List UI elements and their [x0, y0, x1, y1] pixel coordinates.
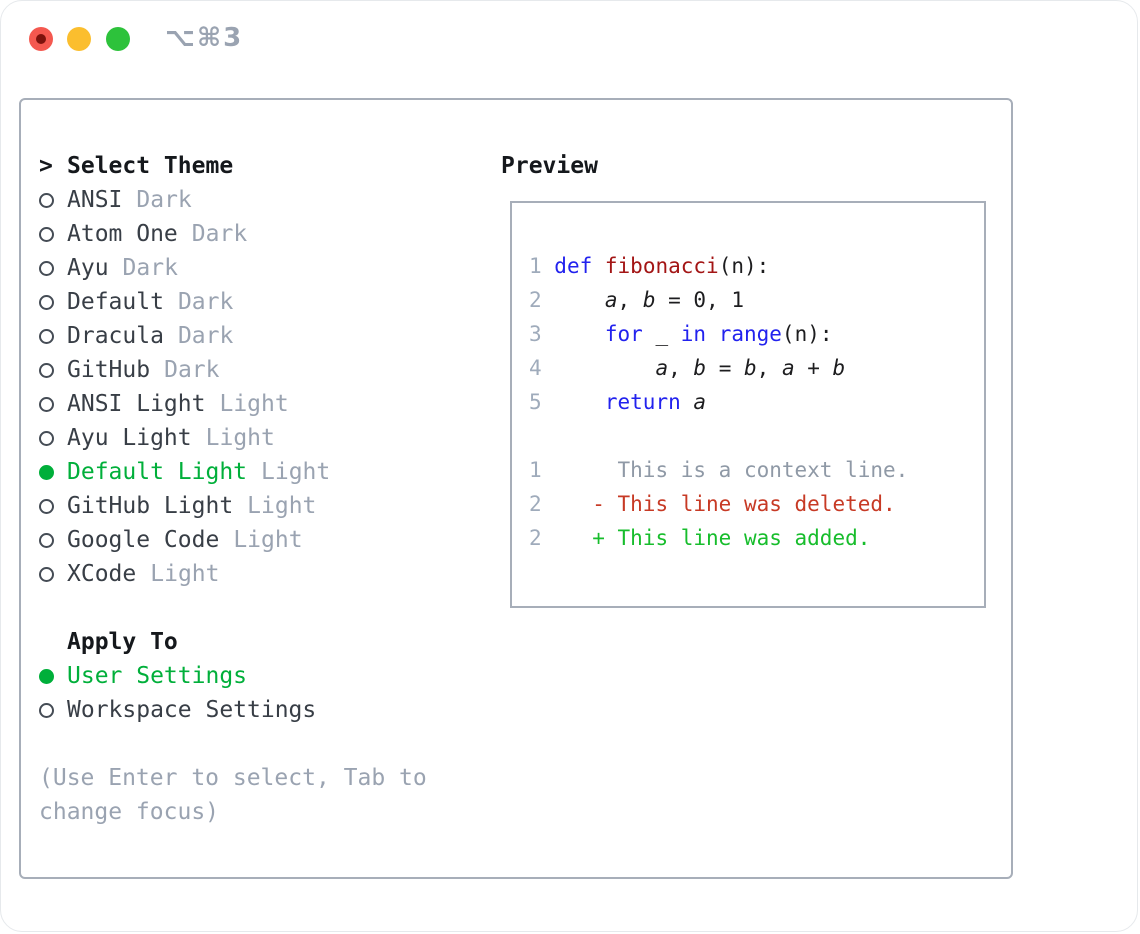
- window-shortcut-label: ⌥⌘3: [165, 23, 244, 53]
- theme-option[interactable]: Dracula Dark: [39, 319, 491, 353]
- code-line: 2 - This line was deleted.: [529, 492, 896, 516]
- code-line: 5 return a: [529, 390, 707, 414]
- option-label: ANSI: [67, 187, 123, 213]
- radio-unselected-icon: [39, 566, 54, 582]
- apply-option[interactable]: User Settings: [39, 659, 491, 693]
- hint-text: (Use Enter to select, Tab to change focu…: [39, 765, 427, 825]
- option-tag: Light: [150, 561, 220, 587]
- option-label: Atom One: [67, 221, 178, 247]
- theme-option[interactable]: Google Code Light: [39, 523, 491, 557]
- radio-unselected-icon: [39, 294, 54, 310]
- apply-option[interactable]: Workspace Settings: [39, 693, 491, 727]
- option-tag: Dark: [177, 289, 234, 315]
- option-label: Dracula: [67, 323, 164, 349]
- radio-unselected-icon: [39, 702, 54, 718]
- radio-selected-icon: [39, 464, 54, 480]
- theme-option[interactable]: Ayu Dark: [39, 251, 491, 285]
- option-label: Google Code: [67, 527, 220, 553]
- radio-unselected-icon: [39, 192, 54, 208]
- code-line: 1 def fibonacci(n):: [529, 254, 770, 278]
- option-tag: Light: [261, 459, 331, 485]
- theme-option[interactable]: Atom One Dark: [39, 217, 491, 251]
- radio-unselected-icon: [39, 260, 54, 276]
- option-label: GitHub: [67, 357, 151, 383]
- option-tag: Dark: [191, 221, 248, 247]
- code-line: 2 a, b = 0, 1: [529, 288, 744, 312]
- theme-option[interactable]: Ayu Light Light: [39, 421, 491, 455]
- option-label: User Settings: [67, 663, 248, 689]
- code-line: [529, 419, 976, 453]
- theme-option[interactable]: GitHub Dark: [39, 353, 491, 387]
- option-tag: Light: [247, 493, 317, 519]
- radio-selected-icon: [39, 668, 54, 684]
- theme-option[interactable]: Default Light Light: [39, 455, 491, 489]
- apply-to-title: Apply To: [67, 629, 178, 655]
- code-line: 1 This is a context line.: [529, 458, 909, 482]
- code-line: 3 for _ in range(n):: [529, 322, 833, 346]
- option-label: Ayu: [67, 255, 109, 281]
- radio-unselected-icon: [39, 532, 54, 548]
- option-tag: Dark: [177, 323, 234, 349]
- preview-code: 1 def fibonacci(n): 2 a, b = 0, 1 3 for _ …: [529, 249, 976, 555]
- code-line: 4 a, b = b, a + b: [529, 356, 846, 380]
- option-label: Default: [67, 289, 164, 315]
- option-tag: Dark: [122, 255, 178, 281]
- theme-option[interactable]: GitHub Light Light: [39, 489, 491, 523]
- maximize-button[interactable]: [106, 27, 130, 51]
- radio-unselected-icon: [39, 362, 54, 378]
- minimize-button[interactable]: [67, 27, 91, 51]
- theme-option[interactable]: ANSI Dark: [39, 183, 491, 217]
- close-button-dot-icon: [36, 34, 46, 44]
- theme-option[interactable]: Default Dark: [39, 285, 491, 319]
- option-tag: Light: [219, 391, 289, 417]
- preview-title: Preview: [501, 153, 598, 179]
- radio-unselected-icon: [39, 226, 54, 242]
- selection-caret-icon: >: [39, 153, 53, 179]
- option-tag: Light: [205, 425, 275, 451]
- option-label: Default Light: [67, 459, 248, 485]
- apply-to-header: Apply To: [39, 625, 491, 659]
- radio-unselected-icon: [39, 430, 54, 446]
- preview-box: 1 def fibonacci(n): 2 a, b = 0, 1 3 for _ …: [510, 201, 986, 608]
- option-tag: Dark: [164, 357, 220, 383]
- close-button[interactable]: [29, 27, 53, 51]
- radio-unselected-icon: [39, 498, 54, 514]
- option-tag: Dark: [136, 187, 192, 213]
- option-label: XCode: [67, 561, 137, 587]
- option-label: Ayu Light: [67, 425, 192, 451]
- select-theme-title: Select Theme: [67, 153, 234, 179]
- option-label: ANSI Light: [67, 391, 206, 417]
- theme-option[interactable]: ANSI Light Light: [39, 387, 491, 421]
- radio-unselected-icon: [39, 396, 54, 412]
- radio-unselected-icon: [39, 328, 54, 344]
- theme-option[interactable]: XCode Light: [39, 557, 491, 591]
- code-line: 2 + This line was added.: [529, 526, 871, 550]
- option-label: Workspace Settings: [67, 697, 317, 723]
- option-tag: Light: [233, 527, 303, 553]
- option-label: GitHub Light: [67, 493, 234, 519]
- select-theme-header: > Select Theme: [39, 149, 491, 183]
